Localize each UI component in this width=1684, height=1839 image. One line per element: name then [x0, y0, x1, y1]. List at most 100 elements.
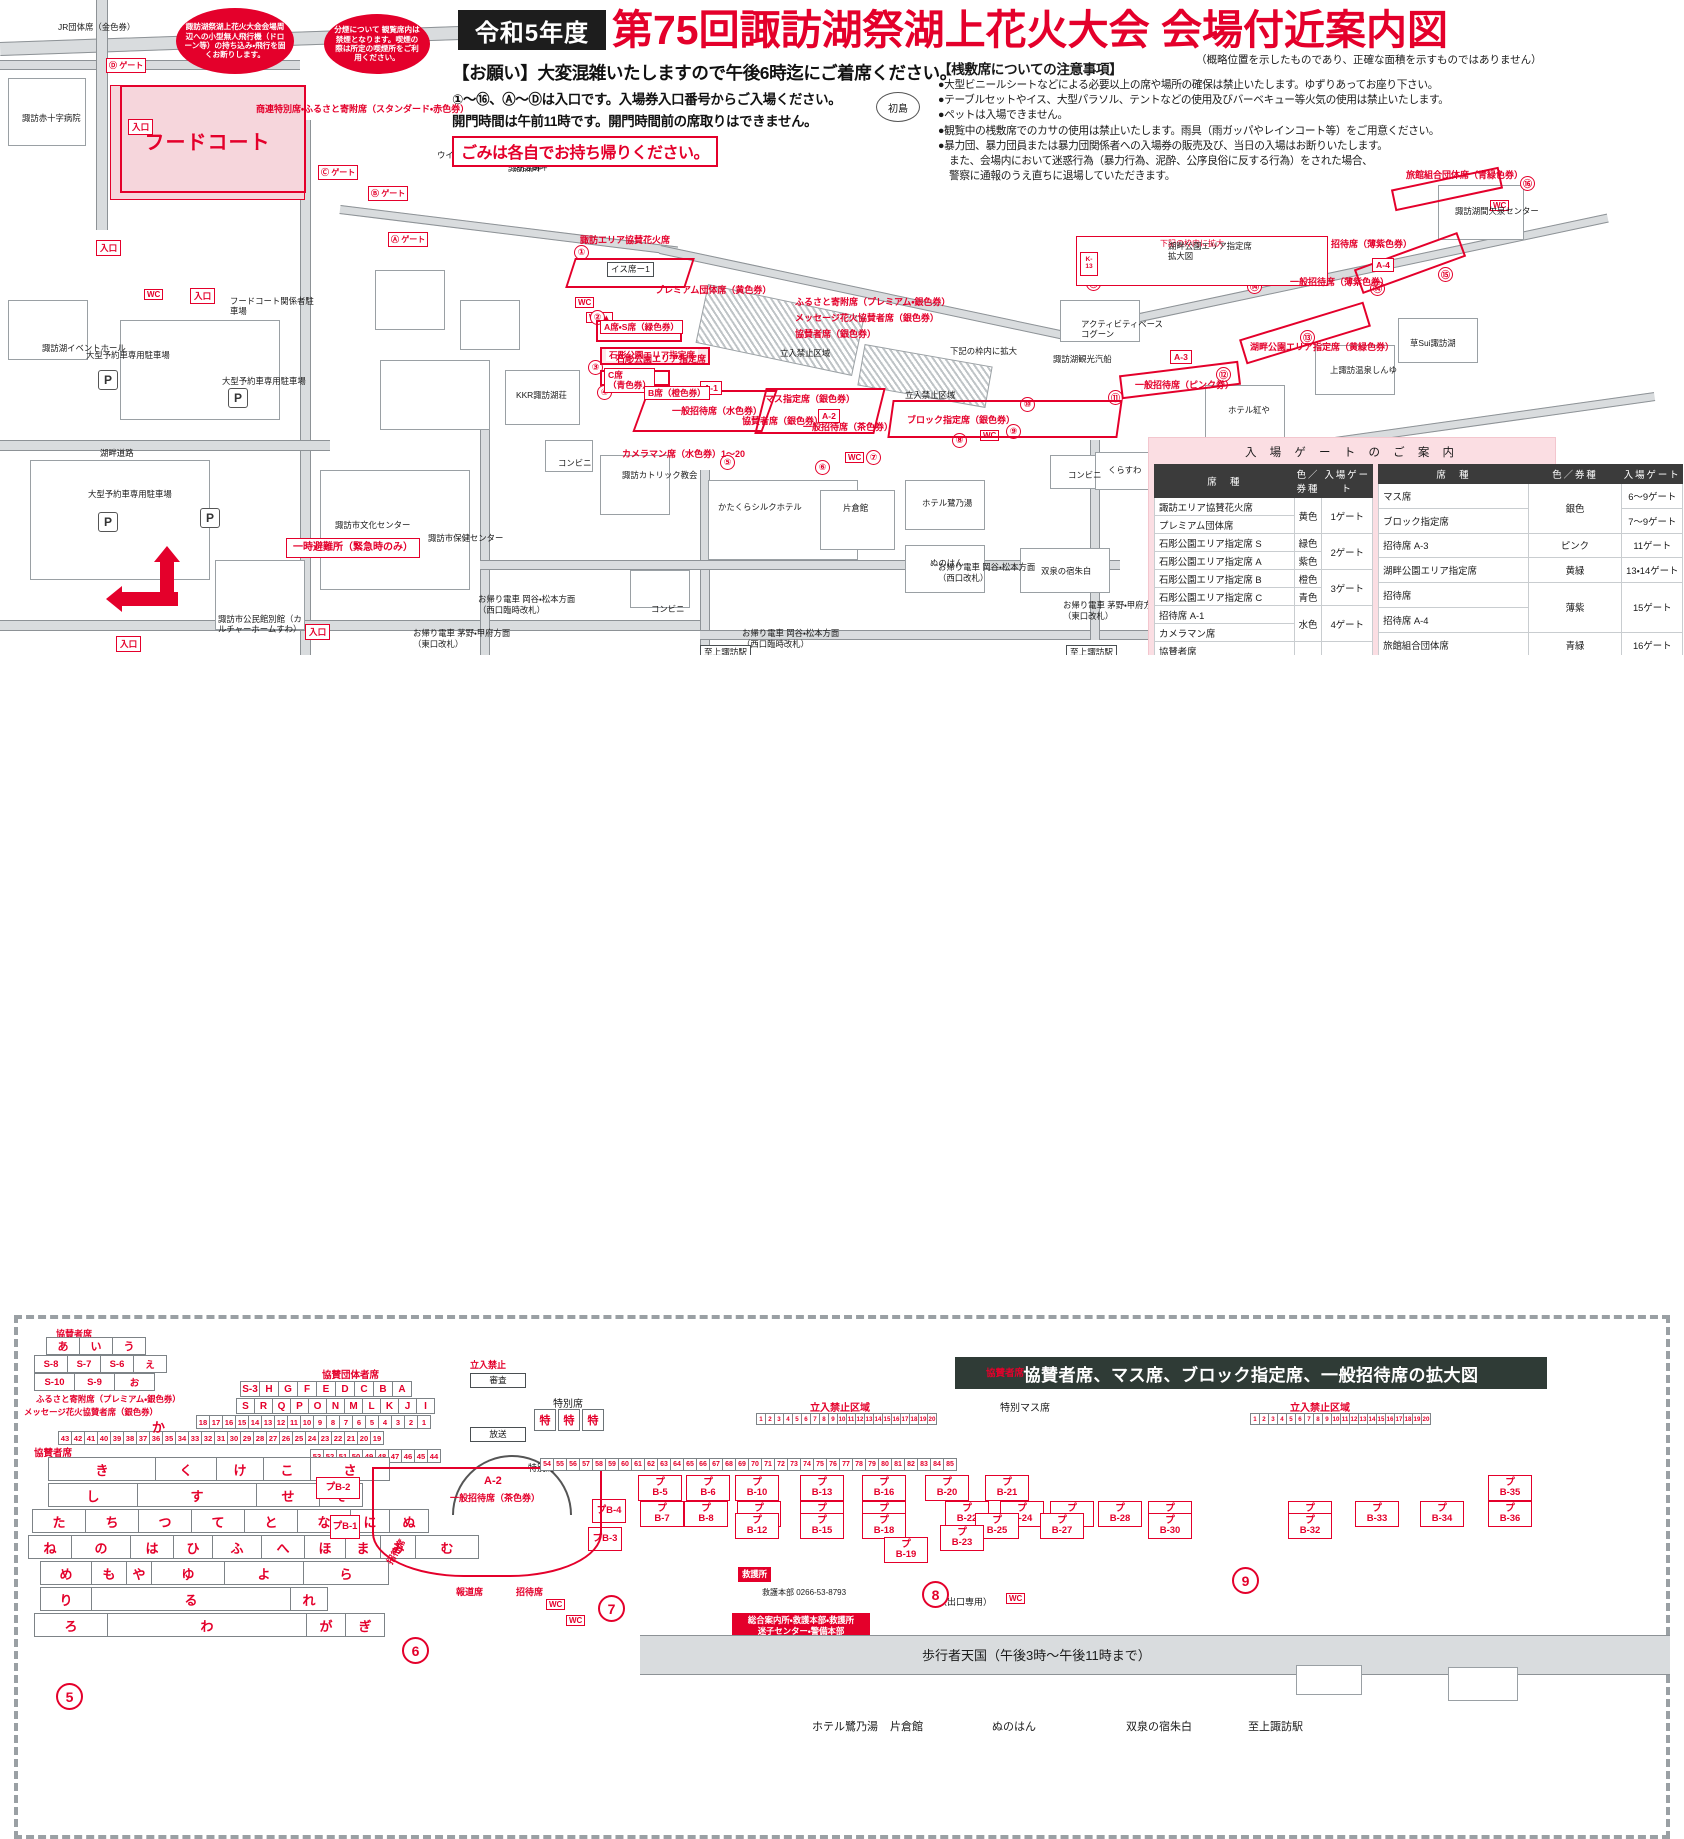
seat-cell: 5	[365, 1415, 379, 1429]
place-nunohan: ぬのはん	[992, 1721, 1036, 1733]
seat-cell: お	[114, 1373, 155, 1391]
road-segment	[700, 630, 1260, 640]
gate-circle-6-big: 6	[402, 1637, 429, 1664]
map-place-label: コンビニ	[558, 458, 592, 468]
hiragana-seat-row: りるれ	[40, 1587, 328, 1611]
seat-cell: 58	[592, 1458, 606, 1471]
gate-circle-1: ①	[574, 245, 589, 260]
seat-cell: I	[416, 1398, 435, 1414]
map-seat-label: 一般招待席（薄紫色券）	[1290, 277, 1390, 287]
gate-table-header: 入場ゲート	[1321, 464, 1374, 498]
hiragana-seat-cell: く	[155, 1457, 217, 1481]
gate-seat-type: 招待席 A-3	[1378, 532, 1529, 559]
first-aid-station: 救護所	[738, 1567, 772, 1582]
map-block	[1438, 185, 1524, 240]
seat-cell: 44	[427, 1449, 441, 1463]
area-badge-a2: A-2	[818, 409, 840, 424]
hiragana-seat-cell: き	[48, 1457, 156, 1481]
block-pb2: プB-2	[316, 1477, 360, 1499]
hiragana-seat-row: しすせそ	[48, 1483, 363, 1507]
gate-seat-type: 招待席 A-1	[1154, 605, 1295, 624]
place-katakurakan: 片倉館	[890, 1721, 923, 1733]
emergency-shelter-label: 一時避難所（緊急時のみ）	[286, 538, 420, 558]
seat-cell: 8	[326, 1415, 340, 1429]
hiragana-seat-cell: へ	[261, 1535, 305, 1559]
seat-cell: 15	[235, 1415, 249, 1429]
seat-cell: 67	[709, 1458, 723, 1471]
parking-icon: P	[98, 370, 118, 390]
judge-box: 審査	[470, 1373, 526, 1388]
ippan-shotai-label: 一般招待席（茶色券）	[450, 1493, 541, 1503]
food-court-label: フードコート	[144, 132, 271, 154]
hiragana-seat-cell: よ	[224, 1561, 304, 1585]
map-block	[320, 470, 470, 590]
seat-cell: 19	[370, 1431, 384, 1445]
seat-cell: 28	[253, 1431, 267, 1445]
map-block	[505, 370, 580, 425]
evacuation-arrow2	[160, 560, 174, 600]
seat-cell: 16	[222, 1415, 236, 1429]
sajiki-notice-item: ●暴力団、暴力団員または暴力団関係者への入場券の販売及び、当日の入場はお断りいた…	[938, 139, 1388, 152]
map-block	[905, 480, 985, 530]
ka-seat-label: か	[152, 1420, 166, 1435]
smoking-notice-burst: 分煙について 観覧席内は禁煙となります。喫煙の際は所定の喫煙所をご利用ください。	[317, 7, 437, 81]
map-seat-label: ふるさと寄附席（プレミアム・銀色券）	[795, 297, 951, 307]
seat-cell: A	[392, 1381, 412, 1397]
gate-seat-type: 石彫公園エリア指定席 A	[1154, 551, 1295, 570]
road-segment	[0, 620, 700, 631]
seat-cell: S	[236, 1398, 255, 1414]
seat-cell: 30	[227, 1431, 241, 1445]
gate-circle-15: ⑮	[1438, 267, 1453, 282]
map-block	[820, 490, 895, 550]
info-line-1: 総合案内所・救護本部・救護所	[747, 1615, 855, 1625]
parking-icon: P	[228, 388, 248, 408]
seat-cell: J	[398, 1398, 417, 1414]
map-place-label: 立入禁止区域	[905, 390, 956, 400]
map-block	[8, 300, 88, 360]
map-block	[600, 455, 670, 515]
map-seat-label: 一般招待席（ピンク券）	[1135, 380, 1235, 390]
hiragana-seat-cell: は	[130, 1535, 174, 1559]
map-block	[1050, 455, 1102, 489]
gate-circle-7-big: 7	[598, 1595, 625, 1622]
area-badge-as: A席・S席（緑色券）	[600, 320, 684, 335]
wc-arena-2: WC	[566, 1615, 586, 1626]
special-cell-1: 特	[534, 1409, 556, 1431]
seat-cell: 57	[579, 1458, 593, 1471]
trash-notice: ごみは各自でお持ち帰りください。	[452, 136, 719, 167]
evacuation-arrow-head	[106, 586, 122, 612]
seat-cell: 6	[352, 1415, 366, 1429]
broadcast-box: 放送	[470, 1427, 526, 1442]
seat-cell: 20	[1421, 1413, 1431, 1425]
seat-cell: 31	[214, 1431, 228, 1445]
seat-cell: 69	[735, 1458, 749, 1471]
gate-seat-type: 湖畔公園エリア指定席	[1378, 557, 1529, 584]
seat-cell: 40	[97, 1431, 111, 1445]
gate-seat-type: 招待席	[1378, 582, 1529, 608]
hiragana-seat-cell: め	[40, 1561, 92, 1585]
shoren-seat-outline	[120, 85, 306, 193]
seat-cell: 42	[71, 1431, 85, 1445]
gate-table-header: 入場ゲート	[1621, 464, 1684, 484]
map-place-label: 湖畔道路	[100, 448, 134, 458]
map-place-label: くらすわ	[1108, 465, 1142, 475]
seat-cell: H	[259, 1381, 279, 1397]
seat-cell: 7	[339, 1415, 353, 1429]
gate-color-type: 緑色	[1293, 533, 1323, 552]
hiragana-seat-cell: り	[40, 1587, 92, 1611]
map-block	[1398, 318, 1478, 363]
road-segment	[1090, 440, 1100, 640]
sajiki-notice-item: ●テーブルセットやイス、大型パラソル、テントなどの使用及びバーベキュー等火気の使…	[938, 94, 1449, 107]
notice-line-3: 開門時間は午前11時です。開門時間前の席取りはできません。	[452, 114, 818, 129]
notice-right: 【桟敷席についての注意事項】 ●大型ビニールシートなどによる必要以上の席や場所の…	[938, 58, 1498, 184]
station-direction-label: お帰り電車 岡谷・松本方面（西口臨時改札）	[742, 628, 840, 649]
